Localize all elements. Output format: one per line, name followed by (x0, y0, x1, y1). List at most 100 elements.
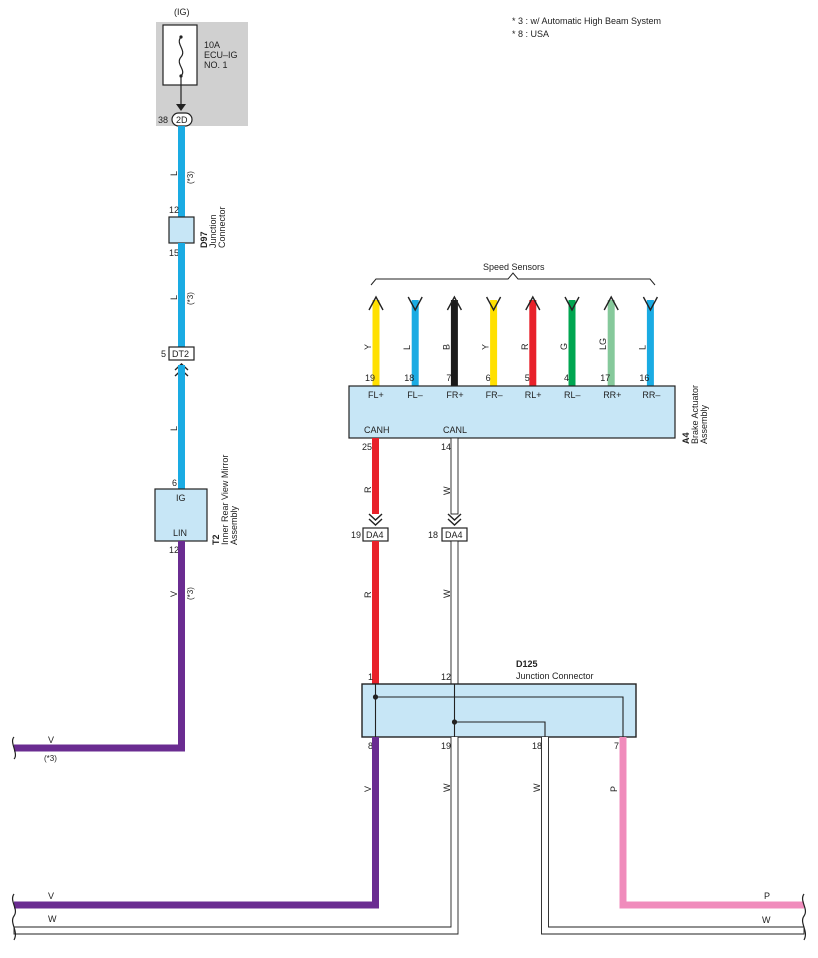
a4-name-line2: Assembly (699, 404, 709, 444)
sensor-arrow-up-icon (368, 295, 384, 311)
t2-pin-lin: 12 (169, 545, 179, 555)
wire-l-dt2-to-t2 (178, 365, 185, 489)
d125-pin-in-w: 12 (441, 672, 451, 682)
wire-label-p-2: P (764, 891, 770, 901)
wire-label-w-5: W (532, 783, 542, 792)
fuse-name-line1: ECU–IG (204, 50, 238, 60)
sensor-arrow-up-icon (446, 295, 463, 311)
a4-canh-pin: 25 (362, 442, 372, 452)
wire-label-l-1: L (169, 171, 179, 176)
wire-v-d125-to-left (14, 737, 379, 909)
wire-note-3-3: (*3) (186, 587, 195, 600)
wire-v-t2-to-left (14, 541, 185, 752)
t2-id: T2 (211, 534, 221, 545)
wire-l-fuse-to-d97 (178, 126, 185, 217)
a4-pin-number: 6 (486, 373, 491, 383)
sensor-arrow-up-icon (525, 295, 541, 311)
dt2-label: DT2 (172, 349, 189, 359)
a4-id: A4 (681, 432, 691, 444)
sensor-wire-color-label: Y (363, 344, 373, 350)
wire-label-r-1: R (363, 486, 373, 493)
da4-chevron-down-icon-w (447, 513, 462, 526)
wire-r-canh-lower (372, 541, 379, 684)
a4-pin-label: RR– (642, 390, 660, 400)
d97-name-line1: Junction (208, 214, 218, 248)
d97-id: D97 (199, 231, 209, 248)
d125-internal-bus-w (453, 684, 546, 737)
sensor-wire-6 (607, 300, 615, 386)
sensor-wire-0 (372, 300, 380, 386)
a4-brake-actuator (348, 385, 676, 439)
wire-label-w-2: W (442, 589, 452, 598)
d125-name: Junction Connector (516, 671, 594, 681)
a4-pin-label: FL– (407, 390, 423, 400)
a4-pin-label: FL+ (368, 390, 384, 400)
sensor-wire-color-label: R (520, 343, 530, 350)
wire-label-p-1: P (609, 786, 619, 792)
wire-break-icon-2 (11, 893, 17, 941)
sensor-wire-color-label: LG (598, 338, 608, 350)
wire-p-d125-to-right (619, 737, 804, 909)
da4-chevron-down-icon-r (368, 513, 383, 526)
d125-pin-out-w2: 18 (532, 741, 542, 751)
sensor-wire-color-label: B (441, 344, 451, 350)
d97-name-line2: Connector (217, 206, 227, 248)
d125-splice-dot-r (372, 694, 379, 700)
sensor-arrow-down-icon (564, 296, 580, 312)
sensor-wire-color-label: L (637, 345, 647, 350)
sensor-arrow-down-icon (485, 296, 502, 312)
sensor-wire-color-label: Y (481, 344, 491, 350)
wire-break-icon-3 (801, 893, 807, 941)
sensor-arrow-down-icon (642, 296, 659, 312)
fuse-pin-number: 38 (158, 115, 168, 125)
wire-note-3-4: (*3) (44, 754, 57, 763)
sensor-wire-4 (529, 300, 537, 386)
a4-pin-label: RR+ (603, 390, 621, 400)
d97-pin-top: 12 (169, 205, 179, 215)
a4-name-line1: Brake Actuator (690, 385, 700, 444)
t2-label-ig: IG (176, 493, 186, 503)
a4-canl-pin: 14 (441, 442, 451, 452)
t2-pin-ig: 6 (172, 478, 177, 488)
a4-pin-label: RL– (564, 390, 581, 400)
wire-r-canh-upper (372, 438, 379, 514)
wire-label-l-3: L (169, 426, 179, 431)
sensor-wire-color-label: L (402, 345, 412, 350)
wire-label-w-4: W (48, 914, 57, 924)
a4-pin-label: FR– (486, 390, 503, 400)
a4-pin-label: FR+ (446, 390, 463, 400)
wire-l-d97-to-dt2 (178, 243, 185, 347)
fuse-terminal-top-icon (179, 35, 183, 39)
wire-label-w-6: W (762, 915, 771, 925)
sensor-arrow-up-icon (603, 295, 619, 311)
wire-w-d125-to-right (541, 737, 805, 935)
note-8: * 8 : USA (512, 29, 549, 39)
t2-name-line1: Inner Rear View Mirror (220, 455, 230, 545)
d125-junction-connector (361, 683, 637, 738)
d97-connector (168, 216, 195, 244)
wire-w-canl-lower (450, 540, 459, 685)
note-3: * 3 : w/ Automatic High Beam System (512, 16, 661, 26)
a4-pin-number: 18 (404, 373, 414, 383)
d125-pin-out-w1: 19 (441, 741, 451, 751)
fuse-icon (178, 36, 184, 77)
wire-label-w-3: W (442, 783, 452, 792)
wire-label-l-2: L (169, 295, 179, 300)
sensor-wire-5 (568, 300, 576, 386)
wire-w-d125-to-left (13, 737, 459, 935)
d125-internal-bus-r (374, 684, 624, 737)
da4-pin-w: 18 (428, 530, 438, 540)
sensor-arrow-down-icon (407, 296, 423, 312)
wire-label-w-1: W (442, 486, 452, 495)
da4-label-r: DA4 (366, 530, 384, 540)
wire-label-v-1: V (169, 591, 179, 597)
da4-label-w: DA4 (445, 530, 463, 540)
a4-pin-number: 19 (365, 373, 375, 383)
speed-sensors-bracket (370, 272, 656, 286)
t2-label-lin: LIN (173, 528, 187, 538)
a4-canl-label: CANL (443, 425, 467, 435)
d97-pin-bottom: 15 (169, 248, 179, 258)
